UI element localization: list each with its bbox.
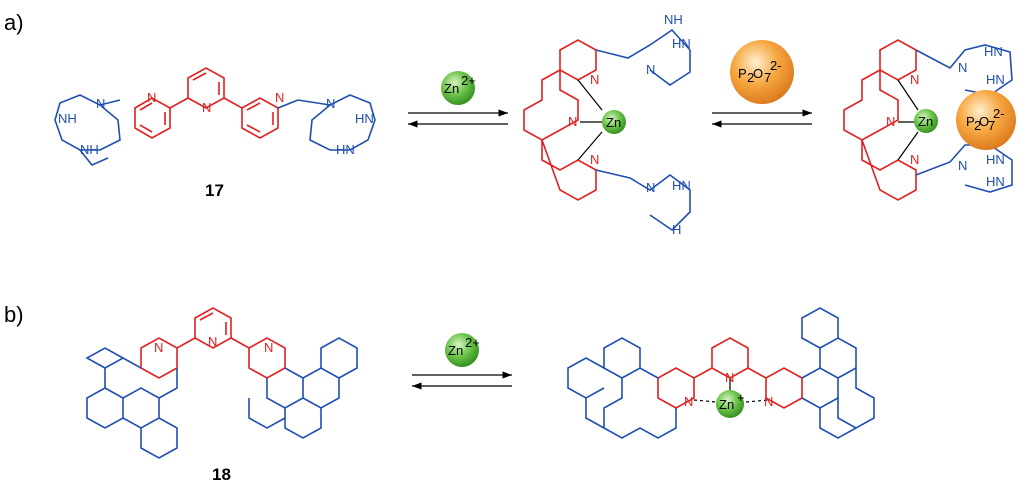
atom-label-n: N [147,90,156,105]
atom-label-n: N [725,370,734,385]
pyrophosphate-charge: 2- [993,106,1005,121]
atom-label-hn: HN [984,44,1003,59]
panel-a-label: a) [4,10,24,35]
atom-label-n: N [275,90,284,105]
atom-label-n: N [568,114,577,129]
equilibrium-arrow-1 [408,109,508,128]
atom-label-hn: HN [672,178,691,193]
atom-label-nh: NH [80,142,99,157]
pyrophosphate-sub1: 2 [747,70,754,85]
atom-label-n: N [96,96,105,111]
pyrophosphate-p: P [966,114,975,129]
pyrophosphate-sub2: 7 [764,70,771,85]
atom-label-n: N [264,340,273,355]
atom-label-h: H [672,222,681,237]
zinc-label: Zn [448,343,463,358]
pyrophosphate-o: O [979,114,989,129]
atom-label-n: N [886,114,895,129]
pyrophosphate-sub2: 7 [988,118,995,133]
atom-label-nh: NH [58,111,77,126]
pyrophosphate-sub1: 2 [974,118,981,133]
atom-label-hn: HN [672,36,691,51]
zinc-complex-structure [523,28,691,232]
pyrophosphate-o: O [753,66,763,81]
zinc-pyrophosphate-complex-structure [843,39,1016,201]
atom-label-zn: Zn [918,114,933,129]
atom-label-hn: HN [986,174,1005,189]
pyrophosphate-charge: 2- [770,58,782,73]
equilibrium-arrow-3 [412,371,512,390]
atom-label-n: N [910,152,919,167]
compound-17-label: 17 [205,181,224,200]
atom-label-n: N [590,152,599,167]
atom-label-n: N [646,62,655,77]
atom-label-hn: HN [355,111,374,126]
atom-label-hn: HN [336,142,355,157]
atom-label-n: N [646,180,655,195]
zinc-label: Zn [444,81,459,96]
compound-17-structure [54,67,376,166]
zinc-charge: 2+ [465,335,480,350]
atom-label-n: N [154,340,163,355]
atom-label-plus: + [737,390,745,405]
atom-label-n: N [910,72,919,87]
equilibrium-arrow-2 [712,109,812,128]
compound-18-label: 18 [212,465,231,484]
atom-label-n: N [590,72,599,87]
atom-label-n: N [684,394,693,409]
atom-label-zn: Zn [606,115,621,130]
zinc-charge: 2+ [461,73,476,88]
atom-label-n: N [202,100,211,115]
atom-label-hn: HN [986,152,1005,167]
pyrophosphate-reagent: P 2 O 7 2- [730,40,794,104]
atom-label-n: N [208,334,217,349]
pyrophosphate-p: P [738,66,747,81]
atom-label-hn: HN [986,72,1005,87]
atom-label-n: N [764,394,773,409]
atom-label-n: N [326,96,335,111]
bound-pyrophosphate-label: P 2 O 7 2- [966,106,1005,133]
zinc-ion-reagent-2: Zn 2+ [445,333,480,367]
atom-label-n: N [958,158,967,173]
atom-label-nh: NH [664,12,683,27]
compound-18-structure [85,307,358,459]
atom-label-n: N [958,60,967,75]
zinc-ion-reagent-1: Zn 2+ [441,71,476,105]
panel-b-label: b) [4,302,24,327]
atom-label-zn: Zn [719,397,734,412]
zinc-complex-18-structure [567,307,875,439]
